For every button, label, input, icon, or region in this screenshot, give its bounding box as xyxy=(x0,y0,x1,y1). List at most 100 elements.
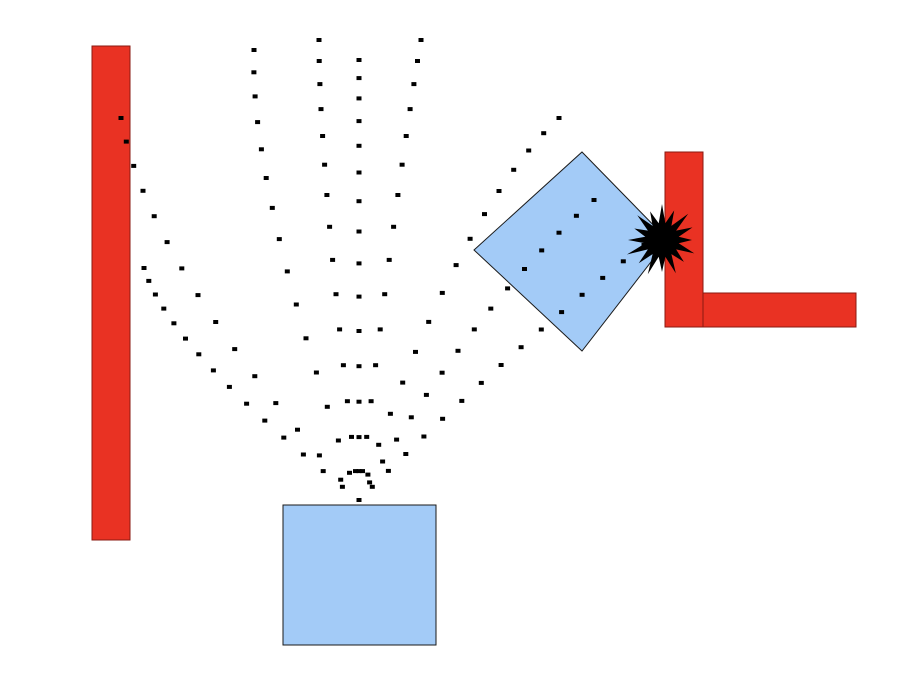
trail-dot xyxy=(356,364,362,369)
trail-dot xyxy=(213,320,219,324)
trail-dot xyxy=(407,107,413,112)
trail-dot xyxy=(471,327,477,332)
trail-dot xyxy=(418,38,424,42)
trail-dot xyxy=(141,266,147,270)
trail-dot xyxy=(356,469,362,474)
trail-dot xyxy=(439,370,445,375)
trail-dot xyxy=(300,452,306,457)
trail-dot xyxy=(316,59,322,63)
trail-dot xyxy=(338,477,344,482)
trail-dot xyxy=(365,472,371,477)
trail-dot xyxy=(313,370,319,375)
trail-dot xyxy=(478,380,484,385)
trail-dot xyxy=(482,212,487,217)
trail-dot xyxy=(226,384,232,389)
trail-dot xyxy=(251,70,257,75)
trail-dot xyxy=(459,398,465,403)
trail-dot xyxy=(293,302,299,307)
trail-dot xyxy=(317,82,323,87)
trail-dot xyxy=(541,131,547,136)
trail-dot xyxy=(591,198,597,202)
trail-dot xyxy=(322,162,328,167)
trail-dot xyxy=(195,293,201,298)
emitter-block xyxy=(282,504,437,646)
trajectory-trails xyxy=(118,38,647,502)
trail-dot xyxy=(244,401,250,406)
trail-dot xyxy=(262,418,268,423)
trail-dot xyxy=(316,38,322,42)
trail-dot xyxy=(408,415,414,420)
trail-dot xyxy=(600,275,606,280)
trail-dot xyxy=(303,336,309,341)
trail-dot xyxy=(164,240,170,245)
trail-dot xyxy=(413,349,418,354)
trail-dot xyxy=(439,290,445,295)
trail-dot xyxy=(496,189,502,193)
trail-dot xyxy=(556,230,562,235)
trail-dot xyxy=(327,224,333,229)
trail-dot xyxy=(385,468,391,473)
trail-dot xyxy=(356,261,362,266)
trail-dot xyxy=(386,257,392,262)
trail-dot xyxy=(411,82,417,87)
trail-dot xyxy=(252,374,258,379)
trail-dot xyxy=(161,306,167,311)
trail-dot xyxy=(380,459,386,464)
trail-dot xyxy=(573,213,579,218)
trail-dot xyxy=(324,404,330,409)
trail-dot xyxy=(455,348,461,353)
trail-dot xyxy=(421,434,427,439)
trail-dot xyxy=(337,327,343,332)
trail-dot xyxy=(196,352,202,357)
trail-dot xyxy=(269,205,275,210)
trail-dot xyxy=(316,453,322,458)
trail-dot xyxy=(539,248,545,253)
trail-dot xyxy=(467,236,473,241)
trail-dot xyxy=(423,392,429,397)
trail-dot xyxy=(295,427,300,432)
trail-dot xyxy=(356,199,362,204)
trail-dot xyxy=(526,148,532,153)
trail-dot xyxy=(356,498,362,502)
trail-dot xyxy=(579,292,585,297)
trail-dot xyxy=(498,363,504,367)
trail-dot xyxy=(538,327,544,332)
trail-dot xyxy=(399,162,405,167)
trail-dot xyxy=(151,214,157,219)
trail-dot xyxy=(518,345,524,350)
trail-dot xyxy=(318,107,324,112)
trail-dot xyxy=(559,310,565,315)
trail-dot xyxy=(356,294,362,299)
trail-dot xyxy=(356,96,362,101)
trail-dot xyxy=(395,193,401,197)
trail-dot xyxy=(118,116,124,120)
trail-dot xyxy=(123,139,129,144)
trail-dot xyxy=(179,266,185,271)
trail-dot xyxy=(356,119,362,124)
trail-dot xyxy=(258,147,264,152)
trail-dot xyxy=(284,269,290,274)
trail-dot xyxy=(210,368,216,373)
trail-dot xyxy=(183,336,188,341)
trail-dot xyxy=(340,363,346,368)
trail-dot xyxy=(403,134,409,138)
trail-dot xyxy=(251,48,257,52)
right-wall-horizontal xyxy=(701,292,857,328)
trail-dot xyxy=(146,278,152,283)
trail-dot xyxy=(376,442,382,447)
trail-dot xyxy=(488,306,494,311)
trail-dot xyxy=(511,167,517,172)
trail-dot xyxy=(356,143,362,148)
trail-dot xyxy=(364,434,370,439)
trail-dot xyxy=(391,224,397,229)
trail-dot xyxy=(453,263,459,268)
trail-dot xyxy=(356,58,362,62)
trail-dot xyxy=(360,469,365,474)
walls xyxy=(91,45,857,541)
trail-dot xyxy=(394,437,400,442)
trail-dot xyxy=(556,116,562,120)
trail-dot xyxy=(255,120,261,125)
trail-dot xyxy=(377,327,383,332)
trail-dot xyxy=(320,469,326,474)
